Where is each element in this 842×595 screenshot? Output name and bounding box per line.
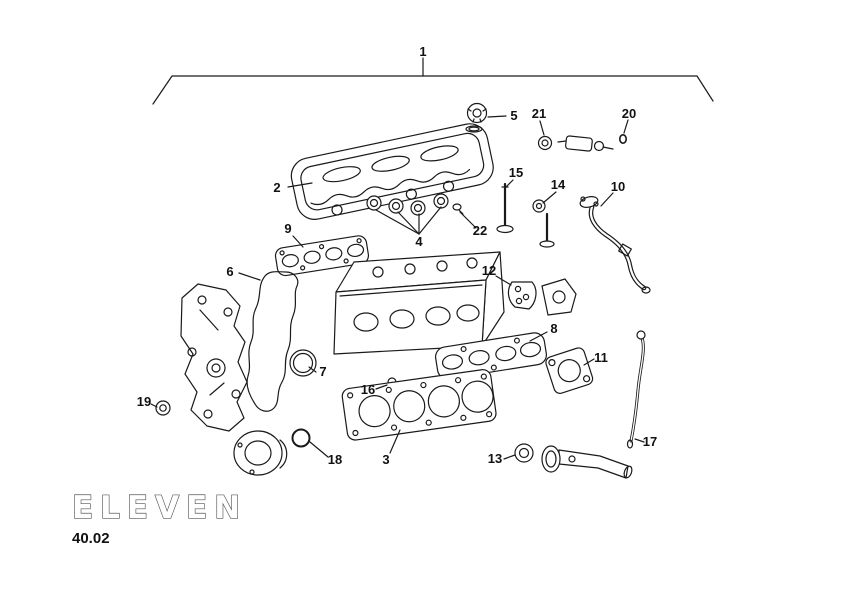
callout-10: 10 — [611, 179, 625, 194]
thermostat-gasket — [507, 281, 537, 310]
callouts: 1 2 3 4 5 6 7 8 9 10 11 12 13 14 15 16 1… — [137, 44, 657, 467]
callout-17: 17 — [643, 434, 657, 449]
exhaust-manifold-gasket — [274, 235, 370, 277]
front-cover-gasket — [246, 271, 299, 412]
callout-14: 14 — [551, 177, 566, 192]
dipstick-tube — [626, 330, 646, 449]
valve-stem-seal — [532, 199, 546, 213]
throttle-flange-gasket — [545, 347, 594, 394]
crank-seal — [155, 400, 171, 416]
head-gasket — [341, 369, 497, 441]
cam-seal — [289, 349, 317, 377]
cam-plug — [537, 135, 553, 151]
callout-15: 15 — [509, 165, 523, 180]
front-cover-plate — [180, 283, 248, 432]
callout-12: 12 — [482, 263, 496, 278]
callout-5: 5 — [510, 108, 517, 123]
kit-bracket — [152, 57, 714, 105]
callout-13: 13 — [488, 451, 502, 466]
cylinder-head — [333, 251, 505, 355]
crank-pulley-housing — [233, 430, 288, 476]
callout-9: 9 — [284, 221, 291, 236]
injector — [557, 135, 614, 152]
callout-6: 6 — [226, 264, 233, 279]
callout-19: 19 — [137, 394, 151, 409]
callout-4: 4 — [415, 234, 423, 249]
inlet-valve — [496, 182, 514, 234]
thermostat-housing — [541, 278, 577, 316]
callout-8: 8 — [550, 321, 557, 336]
exhaust-valve — [539, 212, 555, 248]
logo-text: ELEVEN — [72, 490, 247, 526]
callout-11: 11 — [594, 350, 608, 365]
grommet — [452, 203, 464, 215]
page-code: 40.02 — [72, 530, 110, 547]
oil-feed-pipe — [579, 196, 651, 294]
callout-20: 20 — [622, 106, 636, 121]
intake-manifold-gasket — [435, 332, 547, 380]
callout-16: 16 — [361, 382, 375, 397]
brand-logo: ELEVEN — [71, 489, 247, 526]
spark-plug-tube-seals — [366, 193, 449, 216]
small-o-ring — [618, 134, 627, 145]
callout-1: 1 — [419, 44, 426, 59]
callout-2: 2 — [273, 180, 280, 195]
callout-18: 18 — [328, 452, 342, 467]
callout-22: 22 — [473, 223, 487, 238]
leader-lines — [150, 115, 645, 460]
o-ring — [291, 428, 311, 448]
coolant-seal — [514, 443, 534, 463]
callout-3: 3 — [382, 452, 389, 467]
water-outlet-pipe — [541, 445, 633, 479]
callout-7: 7 — [319, 364, 326, 379]
callout-21: 21 — [532, 106, 546, 121]
oil-filler-cap — [465, 102, 488, 133]
